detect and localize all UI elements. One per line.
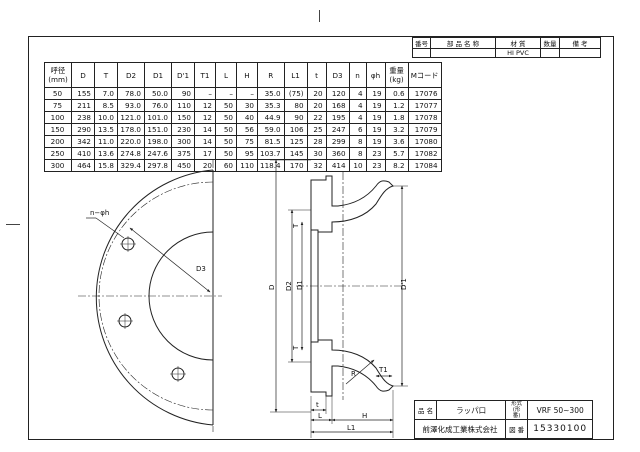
dimension-cell: 23 [365, 159, 386, 172]
dimension-cell: 110 [236, 159, 258, 172]
parts-row: HI PVC [412, 48, 601, 58]
front-view [78, 160, 222, 432]
pcd-arc [98, 181, 214, 411]
parts-header-row: 番号 部 品 名 称 材 質 数量 備 考 [412, 37, 601, 49]
dimension-cell: 300 [44, 159, 72, 172]
side-view [270, 159, 408, 438]
bolt-holes [117, 236, 186, 382]
d3-dimension [129, 227, 211, 293]
l-label: L [318, 412, 322, 420]
dimension-cell: 450 [171, 159, 195, 172]
flange-outer-arc [95, 169, 214, 426]
h-label: H [362, 412, 367, 420]
name-label: 品 名 [413, 400, 438, 420]
hole-leader [95, 217, 125, 239]
d3-label: D3 [196, 265, 206, 273]
title-block: 品 名 ラッパ口 形式 (形番) VRF 50~300 前澤化成工業株式会社 図… [413, 400, 594, 439]
flange-section-upper [310, 175, 394, 233]
model-value: VRF 50~300 [527, 400, 594, 420]
dimension-header-cell: D2 [117, 62, 145, 88]
dimension-cell: 17084 [407, 159, 442, 172]
t-small-label: t [316, 401, 319, 409]
l1-label: L1 [347, 424, 355, 432]
center-mark-top [319, 10, 320, 22]
t1-label: T1 [378, 366, 388, 374]
title-row-1: 品 名 ラッパ口 形式 (形番) VRF 50~300 [413, 400, 594, 420]
d-label: D [268, 285, 276, 290]
center-mark-left [6, 224, 20, 225]
drawing-no: 15330100 [527, 419, 594, 439]
d2-label: D2 [285, 281, 293, 291]
r-label: R [351, 370, 356, 378]
hole-label: n−φh [90, 209, 109, 217]
t-lower-label: T [292, 345, 300, 351]
d1p-label: D'1 [400, 278, 408, 290]
dim-r [345, 359, 375, 385]
dimension-header-cell: D [71, 62, 95, 88]
d1-label: D1 [296, 280, 304, 290]
drawing-frame [28, 36, 614, 440]
t-upper-label: T [292, 223, 300, 229]
dimension-header-cell: 呼径 (mm) [44, 62, 72, 88]
model-label: 形式 (形番) [505, 400, 529, 420]
dimension-cell: 414 [325, 159, 350, 172]
dimension-header-cell: D'1 [171, 62, 195, 88]
title-row-2: 前澤化成工業株式会社 図 番 15330100 [413, 419, 594, 439]
drawing-no-label: 図 番 [505, 419, 529, 439]
company-name: 前澤化成工業株式会社 [413, 419, 507, 439]
parts-cell [559, 48, 601, 58]
parts-table: 番号 部 品 名 称 材 質 数量 備 考 HI PVC [412, 37, 601, 58]
flange-section-lower [310, 339, 394, 397]
name-value: ラッパ口 [436, 400, 507, 420]
